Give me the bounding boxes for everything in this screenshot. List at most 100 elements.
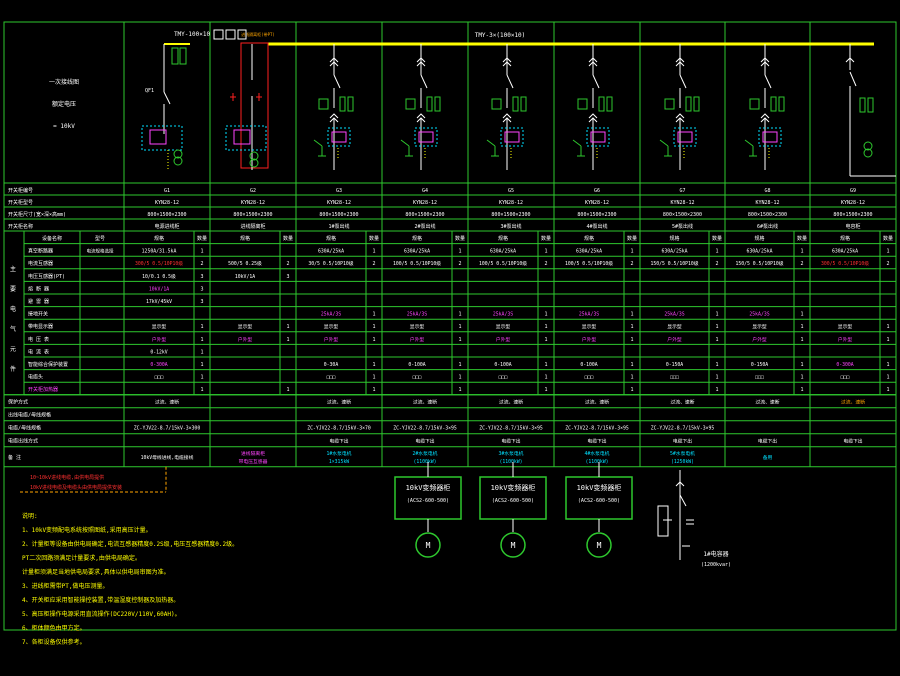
note-line: 6、柜体颜色由甲方定。 [22, 624, 86, 632]
equip-qty: 3 [200, 299, 203, 305]
relay-icon [762, 131, 778, 143]
equip-cell: 100/5 0.5/10P10级 [565, 260, 613, 267]
ct-icon [606, 96, 613, 112]
vt-icon [863, 148, 873, 158]
equip-qty: 1 [544, 375, 547, 381]
bottom-cell: ZC-YJV22-8.7/15kV-3×95 [393, 425, 457, 431]
relay-icon [590, 131, 606, 143]
equip-qty: 2 [630, 261, 633, 267]
motor-symbol: M [511, 541, 516, 550]
feeder-schematic-G7 [659, 44, 700, 170]
equip-header: 设备名称 [42, 235, 62, 242]
cabinet-cell: 800×1500×2300 [833, 212, 872, 218]
equip-qty: 1 [630, 324, 633, 330]
cabinet-cell: KYN28-12 [241, 200, 265, 206]
equip-cell: 0-150A [751, 362, 768, 368]
equip-header: 规格 [498, 235, 508, 242]
bottom-cell: 备用 [763, 454, 773, 461]
equip-qty: 1 [544, 312, 547, 318]
equip-header: 数量 [455, 235, 465, 242]
vt-icon [173, 149, 183, 159]
ct-icon [664, 98, 675, 110]
equip-cell: □□□ [585, 376, 594, 381]
relay-icon [149, 129, 167, 145]
note-line: 7、各柜设备仅供参考。 [22, 638, 86, 646]
equip-cell: 显示型 [496, 323, 511, 330]
row-label: 开关柜尺寸(宽×深×高mm) [8, 211, 66, 218]
equip-header: 规格 [240, 235, 250, 242]
equip-cell: 25kA/3S [664, 312, 684, 318]
equip-qty: 1 [286, 337, 289, 343]
vfd-sub: (ACS2-600-500) [578, 498, 620, 504]
breaker-icon [849, 71, 857, 87]
equip-qty: 1 [715, 312, 718, 318]
capacitor-icon [686, 519, 694, 525]
equip-qty: 1 [200, 249, 203, 255]
equip-cell: 300/5 0.5/10P10级 [135, 260, 183, 267]
equip-qty: 1 [544, 362, 547, 368]
plug-chevron-icon [675, 57, 685, 67]
equip-cell: 25kA/3S [579, 312, 599, 318]
cabinet-cell: 电容柜 [845, 223, 860, 230]
equip-row-label: 熔 断 器 [28, 285, 49, 292]
equip-cell: 100/5 0.5/10P10级 [479, 260, 527, 267]
equip-qty: 1 [458, 312, 461, 318]
cabinet-cell: G2 [250, 188, 256, 194]
bus-label-right: TMY-3×(100×10) [475, 32, 526, 39]
equip-cell: □□□ [155, 376, 164, 381]
note-line: 3、进线柜需带PT,做电压测量。 [22, 582, 108, 590]
equip-cell: 显示型 [752, 323, 767, 330]
cabinet-cell: KYN28-12 [327, 200, 351, 206]
equip-cell: 150/5 0.5/10P10级 [650, 260, 698, 267]
bottom-cell: 1×315kW [329, 459, 349, 465]
equip-qty: 1 [372, 324, 375, 330]
ct-icon [405, 98, 416, 110]
side-label: 件 [10, 365, 16, 373]
equip-qty: 1 [544, 337, 547, 343]
equip-qty: 1 [372, 249, 375, 255]
ct-icon [685, 96, 692, 112]
ct-icon [347, 96, 354, 112]
equip-qty: 1 [372, 375, 375, 381]
plug-chevron-icon [760, 57, 770, 67]
protection-box [327, 127, 351, 147]
protection-box [414, 127, 438, 147]
equip-qty: 1 [715, 337, 718, 343]
bottom-cell: 进线隔离柜 [241, 450, 265, 457]
breaker-icon [679, 74, 687, 89]
equip-cell: 显示型 [238, 323, 253, 330]
note-line: 1、10kV变频配电系统按照图纸,采用高压计量。 [22, 526, 152, 534]
equip-qty: 1 [630, 375, 633, 381]
equip-qty: 1 [200, 375, 203, 381]
fuse-icon [230, 93, 236, 101]
bottom-cell: (1100kW) [585, 459, 608, 465]
equip-cell: 25kA/3S [493, 312, 513, 318]
capacitor-label: (1200kvar) [701, 562, 731, 568]
equip-cell: 显示型 [582, 323, 597, 330]
cabinet-cell: G1 [164, 188, 170, 194]
equip-qty: 1 [715, 375, 718, 381]
equip-qty: 2 [886, 261, 889, 267]
cabinet-cell: 800×1500×2300 [748, 212, 787, 218]
equip-qty: 1 [458, 337, 461, 343]
cabinet-cell: 电源进线柜 [154, 223, 179, 230]
equip-cell: 500/5 0.25级 [228, 260, 262, 267]
vfd-title: 10kV变频器柜 [577, 483, 622, 492]
equip-cell: 630A/25kA [576, 249, 602, 255]
equip-cell: 630A/25kA [662, 249, 688, 255]
cabinet-cell: KYN28-12 [841, 200, 865, 206]
protection-box [673, 127, 697, 147]
side-label: 主 [10, 265, 16, 273]
equip-cell: 630A/25kA [747, 249, 773, 255]
protection-box [586, 127, 610, 147]
capacitor-bank [657, 505, 669, 537]
breaker-icon [420, 74, 428, 89]
row-label: 保护方式 [8, 398, 28, 405]
earth-switch-icon [400, 139, 413, 157]
equip-qty: 1 [458, 249, 461, 255]
equip-qty: 1 [200, 387, 203, 393]
equip-cell: 0-100A [494, 362, 511, 368]
equip-qty: 1 [715, 249, 718, 255]
equip-header: 数量 [883, 235, 893, 242]
equip-qty: 1 [886, 324, 889, 330]
